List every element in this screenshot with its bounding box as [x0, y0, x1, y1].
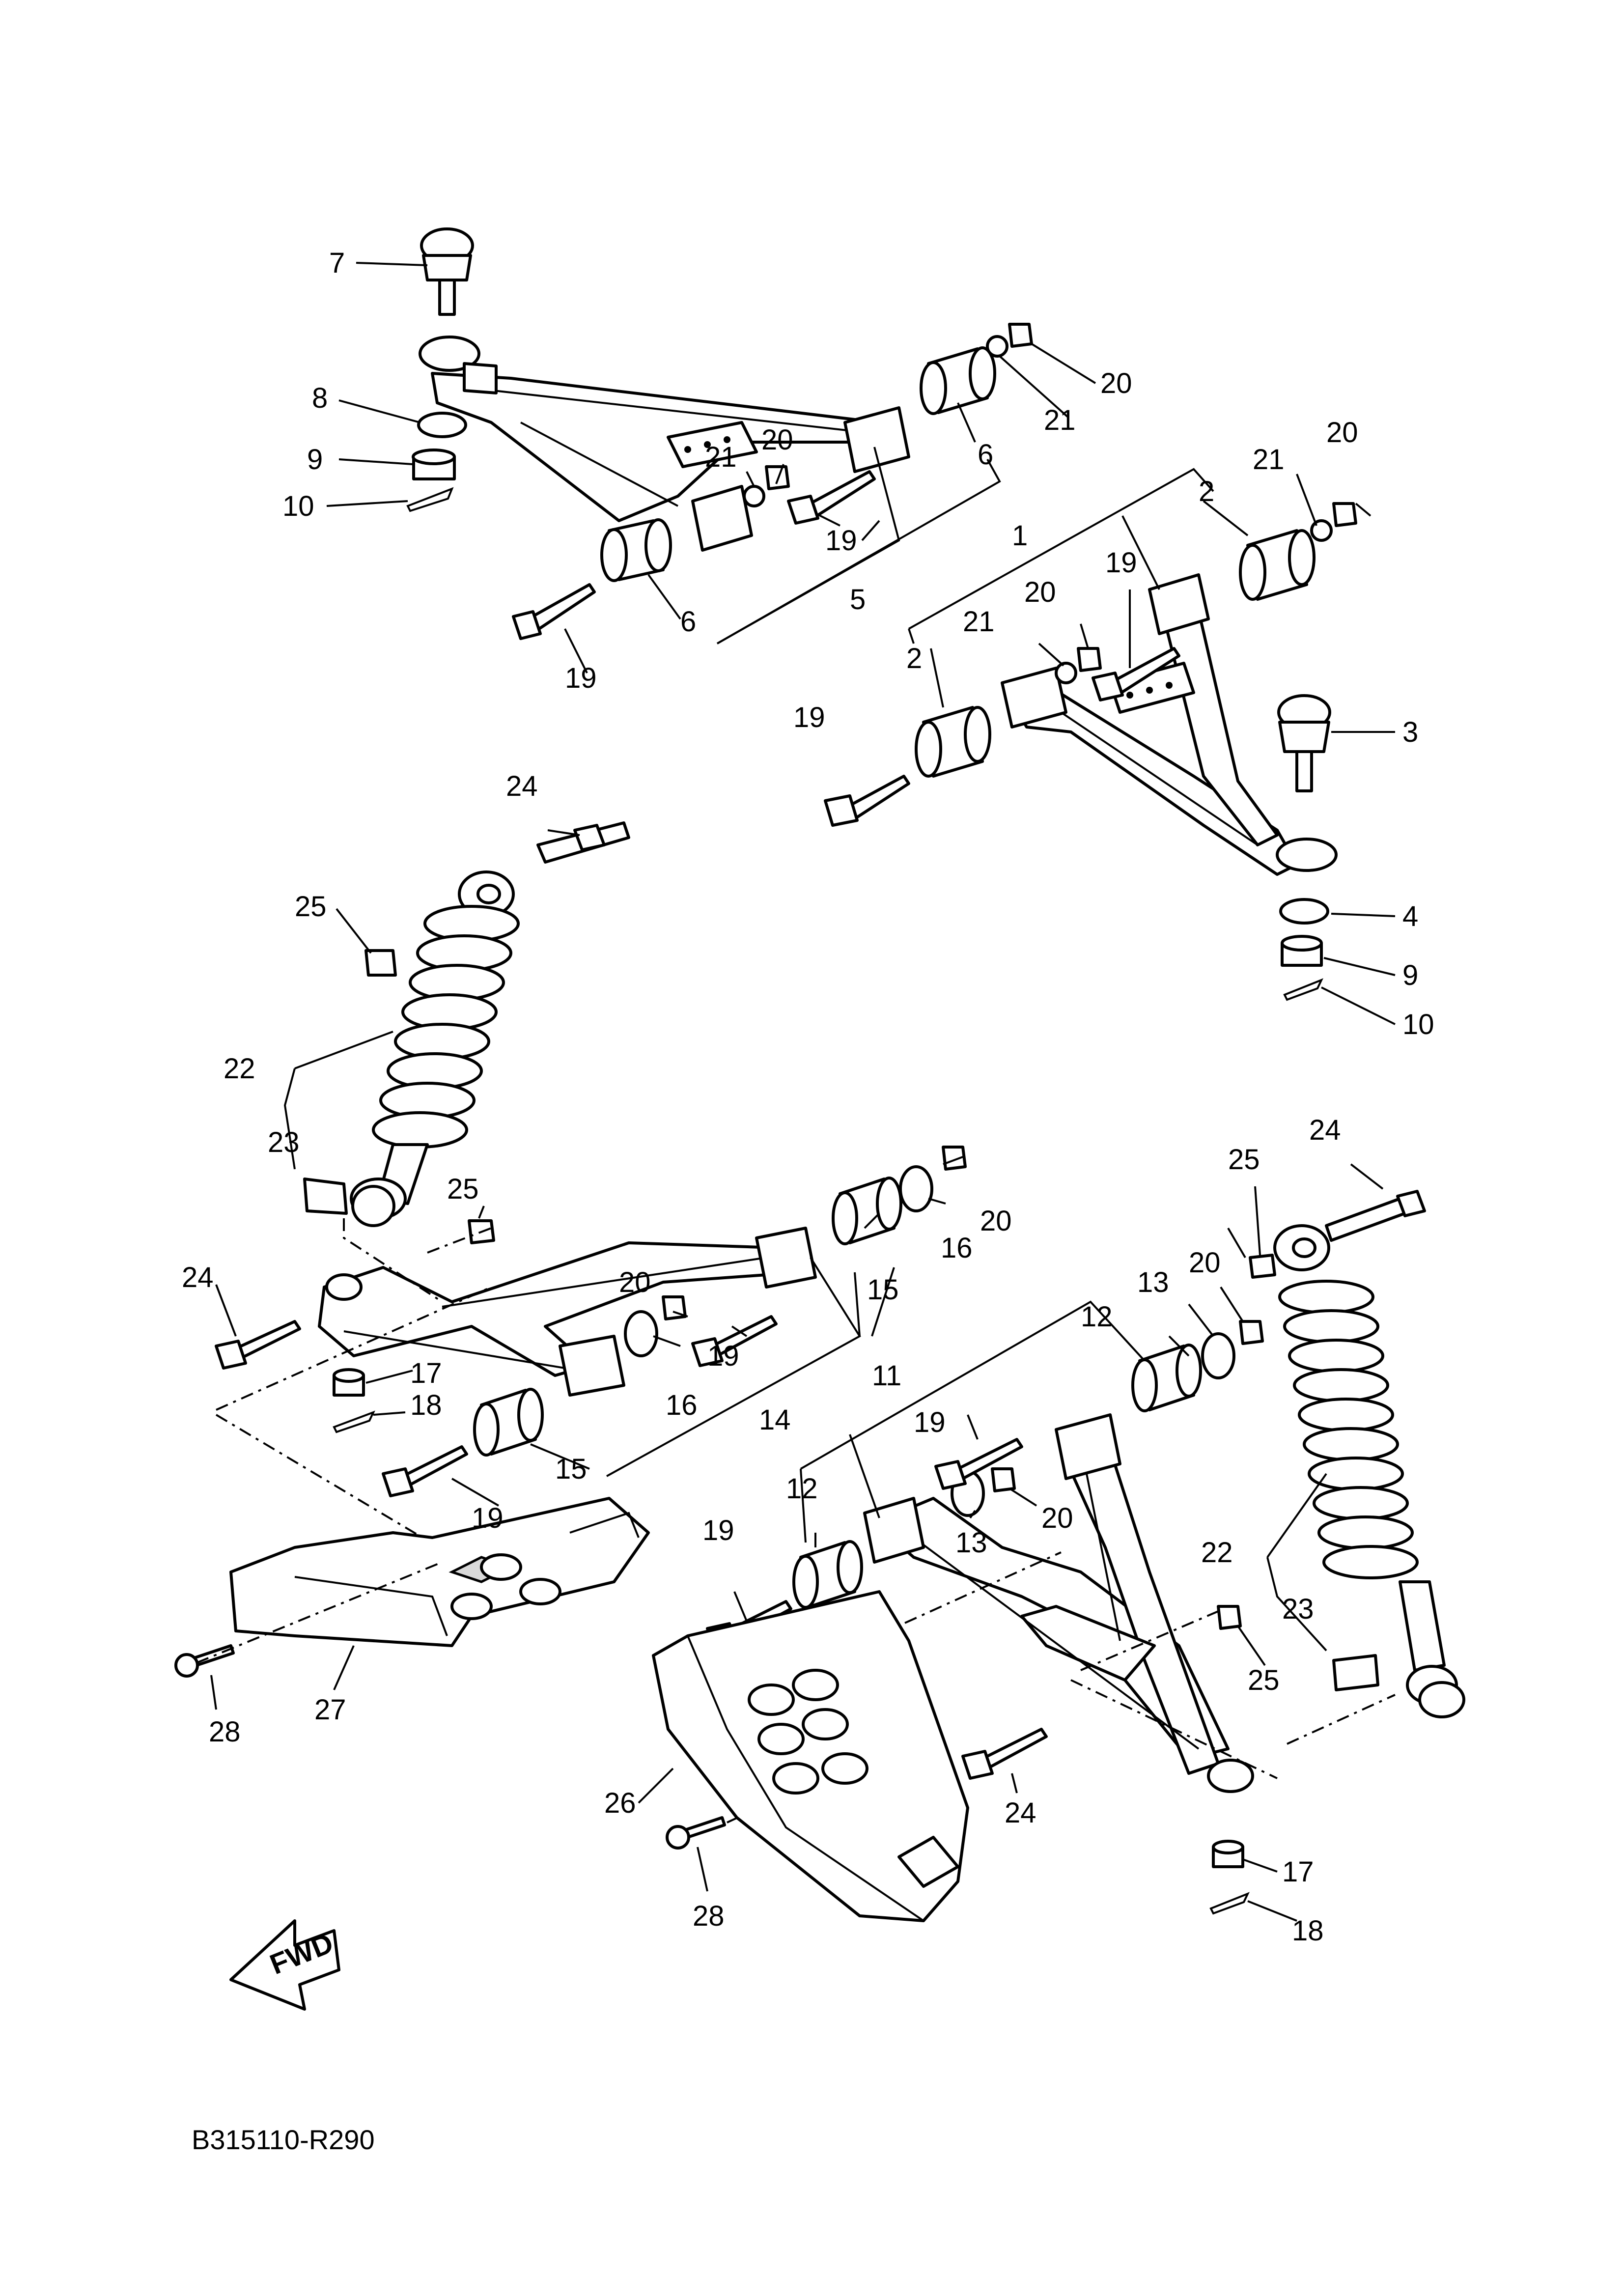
callout-10: 10 — [1402, 1009, 1434, 1040]
callout-19: 19 — [565, 662, 597, 694]
callout-13: 13 — [955, 1527, 987, 1559]
callout-25: 25 — [447, 1173, 479, 1205]
callout-16: 16 — [666, 1389, 698, 1421]
callout-25: 25 — [1228, 1144, 1260, 1176]
callout-19: 19 — [793, 701, 825, 733]
callout-20: 20 — [1041, 1502, 1073, 1534]
callout-17: 17 — [410, 1357, 442, 1389]
callout-19: 19 — [1105, 547, 1137, 579]
callout-23: 23 — [268, 1126, 300, 1158]
upper-left-arm — [326, 227, 1096, 673]
callout-20: 20 — [980, 1205, 1012, 1237]
callout-3: 3 — [1402, 716, 1418, 748]
callout-13: 13 — [1137, 1266, 1169, 1298]
callout-17: 17 — [1282, 1856, 1314, 1888]
callout-19: 19 — [914, 1406, 946, 1438]
callout-11: 11 — [872, 1360, 901, 1392]
bushing-12-rear — [1131, 1344, 1202, 1412]
callout-22: 22 — [224, 1053, 255, 1085]
callout-21: 21 — [1044, 404, 1076, 436]
callout-15: 15 — [867, 1274, 899, 1306]
callout-6: 6 — [978, 439, 993, 471]
callout-22: 22 — [1201, 1537, 1233, 1569]
callout-2: 2 — [1199, 476, 1214, 507]
shock-spring-right — [1278, 1280, 1419, 1579]
callout-18: 18 — [410, 1389, 442, 1421]
callout-15: 15 — [555, 1453, 587, 1485]
callout-9: 9 — [307, 444, 323, 476]
callout-23: 23 — [1282, 1593, 1314, 1625]
callout-labels: 7 8 9 10 20 21 6 20 21 19 6 5 19 20 21 2… — [182, 247, 1434, 1947]
right-shock-absorber — [1227, 1163, 1465, 1718]
callout-9: 9 — [1402, 959, 1418, 991]
callout-12: 12 — [786, 1473, 818, 1505]
callout-20: 20 — [761, 424, 793, 456]
bushing-2-front — [915, 706, 991, 778]
callout-20: 20 — [1100, 367, 1132, 399]
callout-7: 7 — [329, 247, 345, 279]
callout-12: 12 — [1081, 1301, 1113, 1333]
shock-spring-left — [372, 905, 520, 1149]
left-shock-absorber — [283, 821, 630, 1227]
callout-8: 8 — [312, 382, 328, 414]
bushing-6-rear — [920, 346, 996, 415]
upper-right-arm — [824, 468, 1396, 1025]
callout-26: 26 — [604, 1787, 636, 1819]
callout-21: 21 — [1253, 444, 1285, 476]
callout-16: 16 — [941, 1232, 973, 1264]
callout-24: 24 — [506, 770, 538, 802]
callout-19: 19 — [707, 1340, 739, 1372]
callout-10: 10 — [282, 490, 314, 522]
bolt-19-a — [512, 583, 596, 640]
callout-5: 5 — [850, 584, 866, 616]
callout-6: 6 — [680, 606, 696, 638]
fwd-arrow: FWD — [229, 1919, 340, 2011]
callout-25: 25 — [295, 891, 327, 923]
lower-right-arm — [706, 1286, 1396, 1922]
callout-19: 19 — [472, 1502, 504, 1534]
ball-joint-7 — [420, 227, 474, 316]
bushing-2-rear — [1239, 529, 1316, 601]
callout-20: 20 — [619, 1266, 651, 1298]
callout-20: 20 — [1189, 1247, 1221, 1279]
callout-2: 2 — [906, 643, 922, 674]
guard-26 — [638, 1590, 969, 1922]
callout-24: 24 — [1309, 1114, 1341, 1146]
callout-28: 28 — [209, 1716, 241, 1748]
callout-24: 24 — [1005, 1797, 1036, 1829]
callout-18: 18 — [1292, 1915, 1324, 1947]
callout-21: 21 — [705, 441, 737, 473]
lower-left-arm — [215, 1146, 967, 1539]
callout-19: 19 — [825, 525, 857, 557]
callout-20: 20 — [1024, 576, 1056, 608]
callout-28: 28 — [693, 1900, 725, 1932]
callout-21: 21 — [963, 606, 995, 638]
bushing-15-front — [473, 1388, 544, 1457]
bushing-12-front — [792, 1540, 863, 1609]
ball-joint-3 — [1277, 694, 1331, 792]
guard-27 — [174, 1497, 650, 1710]
callout-20: 20 — [1326, 417, 1358, 449]
callout-1: 1 — [1012, 520, 1028, 552]
callout-24: 24 — [182, 1262, 214, 1293]
bushing-15-rear — [832, 1177, 902, 1245]
callout-4: 4 — [1402, 900, 1418, 932]
callout-14: 14 — [759, 1404, 791, 1436]
figure-code: B315110-R290 — [192, 2124, 375, 2155]
callout-19: 19 — [702, 1515, 734, 1546]
castle-nut-9 — [412, 449, 456, 480]
bolt-19-b — [787, 470, 876, 525]
callout-25: 25 — [1248, 1664, 1280, 1696]
bushing-6-front — [600, 518, 672, 582]
callout-27: 27 — [314, 1694, 346, 1726]
